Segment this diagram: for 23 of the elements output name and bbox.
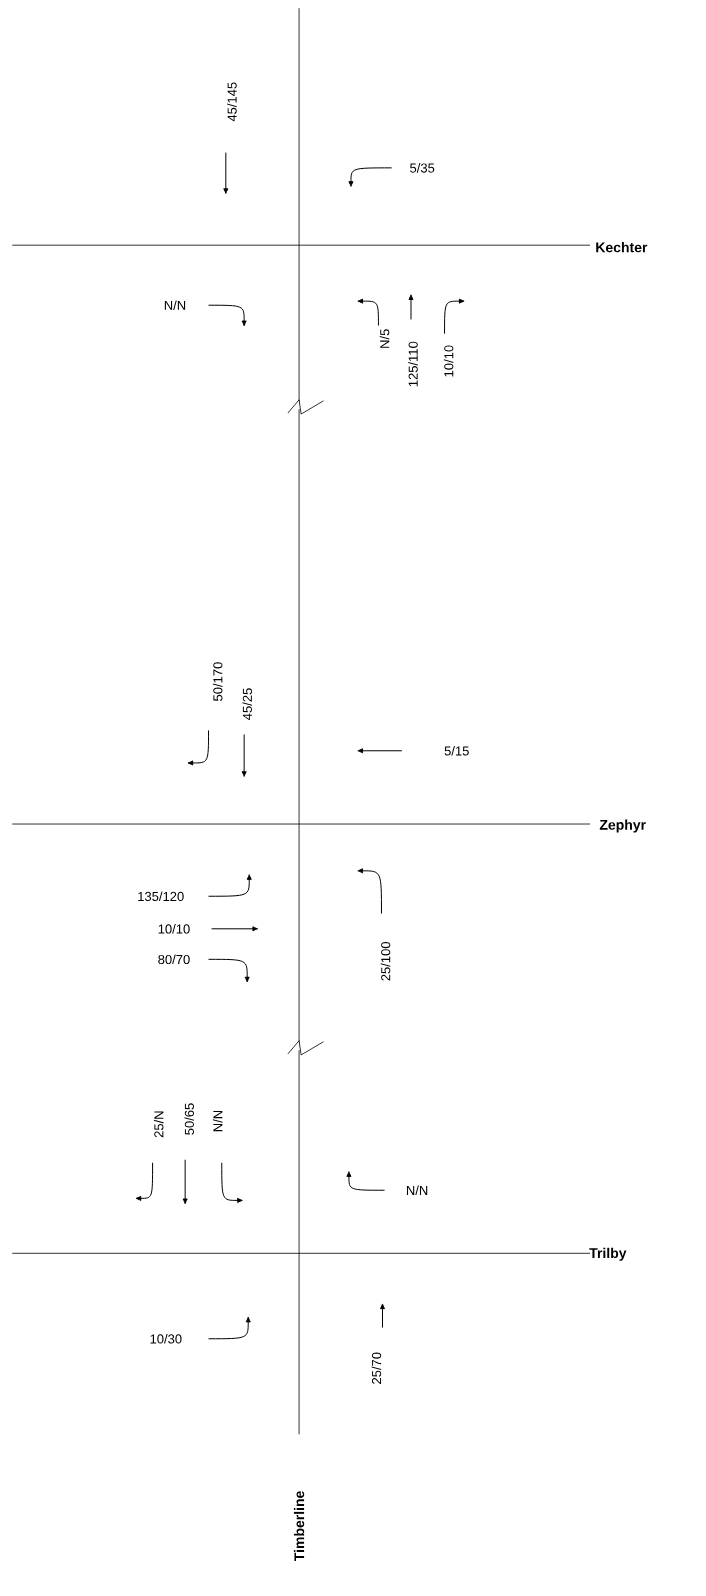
volume-label: 10/10: [158, 924, 190, 934]
street-name: Trilby: [589, 1247, 627, 1261]
street-name: Timberline: [293, 1491, 305, 1562]
volume-label: 45/145: [227, 82, 237, 122]
street-name: Zephyr: [599, 819, 646, 833]
volume-label: 135/120: [138, 891, 184, 901]
volume-label: 25/100: [380, 942, 391, 981]
volume-label: 50/65: [184, 1103, 194, 1135]
volume-label: 25/70: [371, 1352, 382, 1384]
volume-label: N/N: [164, 300, 186, 310]
volume-label: 5/35: [410, 163, 435, 173]
volume-label: 25/N: [153, 1111, 164, 1138]
volume-label: N/5: [379, 329, 390, 348]
volume-label: 80/70: [158, 954, 190, 965]
volume-label: 50/170: [212, 662, 223, 701]
volume-label: 45/25: [242, 688, 252, 720]
volume-label: 10/10: [443, 345, 454, 377]
volume-label: 125/110: [408, 341, 418, 387]
volume-label: N/N: [212, 1110, 223, 1132]
volume-label: N/N: [406, 1185, 428, 1195]
volume-label: 10/30: [150, 1334, 182, 1344]
volume-label: 5/15: [444, 746, 469, 756]
street-name: Kechter: [596, 242, 648, 253]
